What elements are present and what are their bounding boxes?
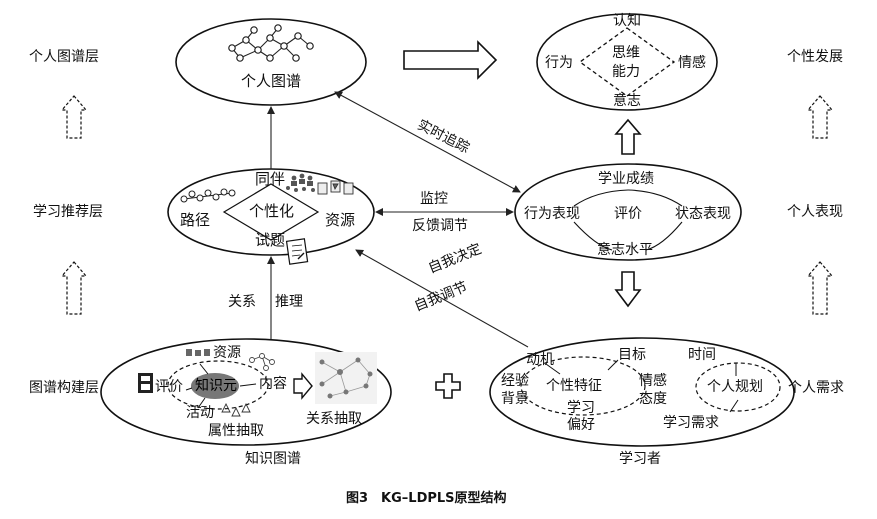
- recommendation-diamond: [222, 183, 320, 241]
- knowledge-connectors: [185, 363, 257, 409]
- performance-ellipse: [514, 163, 742, 261]
- knowledge-dashed-circle: [167, 360, 269, 410]
- learner-learning: 学习: [567, 400, 595, 416]
- resource-docs-icon: [317, 180, 354, 195]
- development-ability: 能力: [612, 64, 640, 80]
- traits-dashed-ellipse: [520, 356, 646, 416]
- development-ellipse: [536, 13, 718, 111]
- edge-reasoning: 推理: [275, 294, 303, 310]
- development-behavior: 行为: [545, 55, 573, 71]
- development-emotion: 情感: [678, 55, 706, 71]
- edge-monitor: 监控: [420, 191, 448, 207]
- extraction-hollow-arrow: [293, 372, 313, 400]
- evaluation-icon: [138, 373, 153, 393]
- layer-label-personal-graph: 个人图谱层: [29, 49, 99, 65]
- learner-label: 学习者: [619, 451, 661, 467]
- learner-background: 背景: [501, 391, 529, 407]
- to-development-hollow-arrow: [403, 40, 498, 80]
- knowledge-node-blob: [191, 373, 239, 399]
- learner-personal-plan: 个人规划: [707, 379, 763, 395]
- learner-traits: 个性特征: [546, 378, 602, 394]
- layer-label-needs: 个人需求: [788, 380, 844, 396]
- learner-connectors: [545, 359, 739, 413]
- exam-paper-icon: [285, 238, 309, 265]
- knowledge-resource: 资源: [213, 345, 241, 361]
- learner-preference: 偏好: [567, 417, 595, 433]
- personal-graph-ellipse: [175, 18, 367, 106]
- network-graph-nodes: [228, 24, 314, 62]
- performance-evaluation: 评价: [614, 206, 642, 222]
- development-diamond: [578, 27, 676, 97]
- layer-label-recommendation: 学习推荐层: [33, 204, 103, 220]
- learner-to-performance-arrow: [614, 271, 642, 308]
- performance-academic: 学业成绩: [598, 171, 654, 187]
- learner-attitude: 态度: [639, 391, 667, 407]
- content-network-icon: [249, 353, 275, 371]
- recommendation-path: 路径: [180, 211, 211, 229]
- plan-dashed-ellipse: [695, 362, 781, 412]
- knowledge-evaluation: 评价: [155, 379, 183, 395]
- layer-label-development: 个性发展: [787, 49, 843, 65]
- learner-goal: 目标: [618, 347, 646, 363]
- knowledge-graph-label: 知识图谱: [245, 451, 301, 467]
- performance-state: 状态表现: [675, 206, 731, 222]
- knowledge-relation-extraction: 关系抽取: [306, 411, 362, 427]
- performance-behavior: 行为表现: [524, 206, 580, 222]
- learner-motivation: 动机: [526, 352, 554, 368]
- peer-people-icon: [286, 173, 315, 192]
- performance-to-development-arrow: [614, 118, 642, 155]
- learner-experience: 经验: [501, 373, 529, 389]
- knowledge-node: 知识元: [195, 378, 237, 394]
- learner-emotion: 情感: [639, 373, 667, 389]
- learner-time: 时间: [688, 347, 716, 363]
- recommendation-personalized: 个性化: [249, 202, 295, 220]
- knowledge-activity: 活动: [186, 405, 214, 421]
- relation-network-image: [315, 352, 377, 404]
- connection-arrows: [267, 91, 529, 348]
- personal-graph-label: 个人图谱: [241, 72, 302, 90]
- development-will: 意志: [613, 93, 641, 109]
- knowledge-graph-ellipse: [100, 338, 392, 446]
- path-chain-icon: [180, 188, 236, 203]
- recommendation-exam: 试题: [255, 231, 286, 249]
- layer-label-performance: 个人表现: [787, 204, 843, 220]
- performance-arcs: [573, 189, 683, 251]
- resource-small-icons: [186, 349, 210, 356]
- learner-ellipse: [489, 337, 795, 447]
- recommendation-resource: 资源: [325, 211, 356, 229]
- layer-label-graph-construction: 图谱构建层: [29, 380, 99, 396]
- figure-caption: 图3 KG–LDPLS原型结构: [346, 491, 507, 506]
- recommendation-peer: 同伴: [255, 170, 286, 188]
- right-layer-arrows: [806, 95, 834, 315]
- development-thinking: 思维: [612, 45, 640, 61]
- knowledge-content: 内容: [259, 376, 287, 392]
- edge-relation: 关系: [228, 294, 256, 310]
- activity-triangles-icon: [221, 402, 251, 417]
- development-cognition: 认知: [613, 13, 641, 29]
- learner-learning-needs: 学习需求: [663, 415, 719, 431]
- left-layer-arrows: [60, 95, 88, 315]
- performance-will-level: 意志水平: [597, 242, 653, 258]
- knowledge-attribute-extraction: 属性抽取: [208, 423, 264, 439]
- edge-feedback: 反馈调节: [412, 218, 468, 234]
- combine-plus-symbol: [435, 373, 461, 399]
